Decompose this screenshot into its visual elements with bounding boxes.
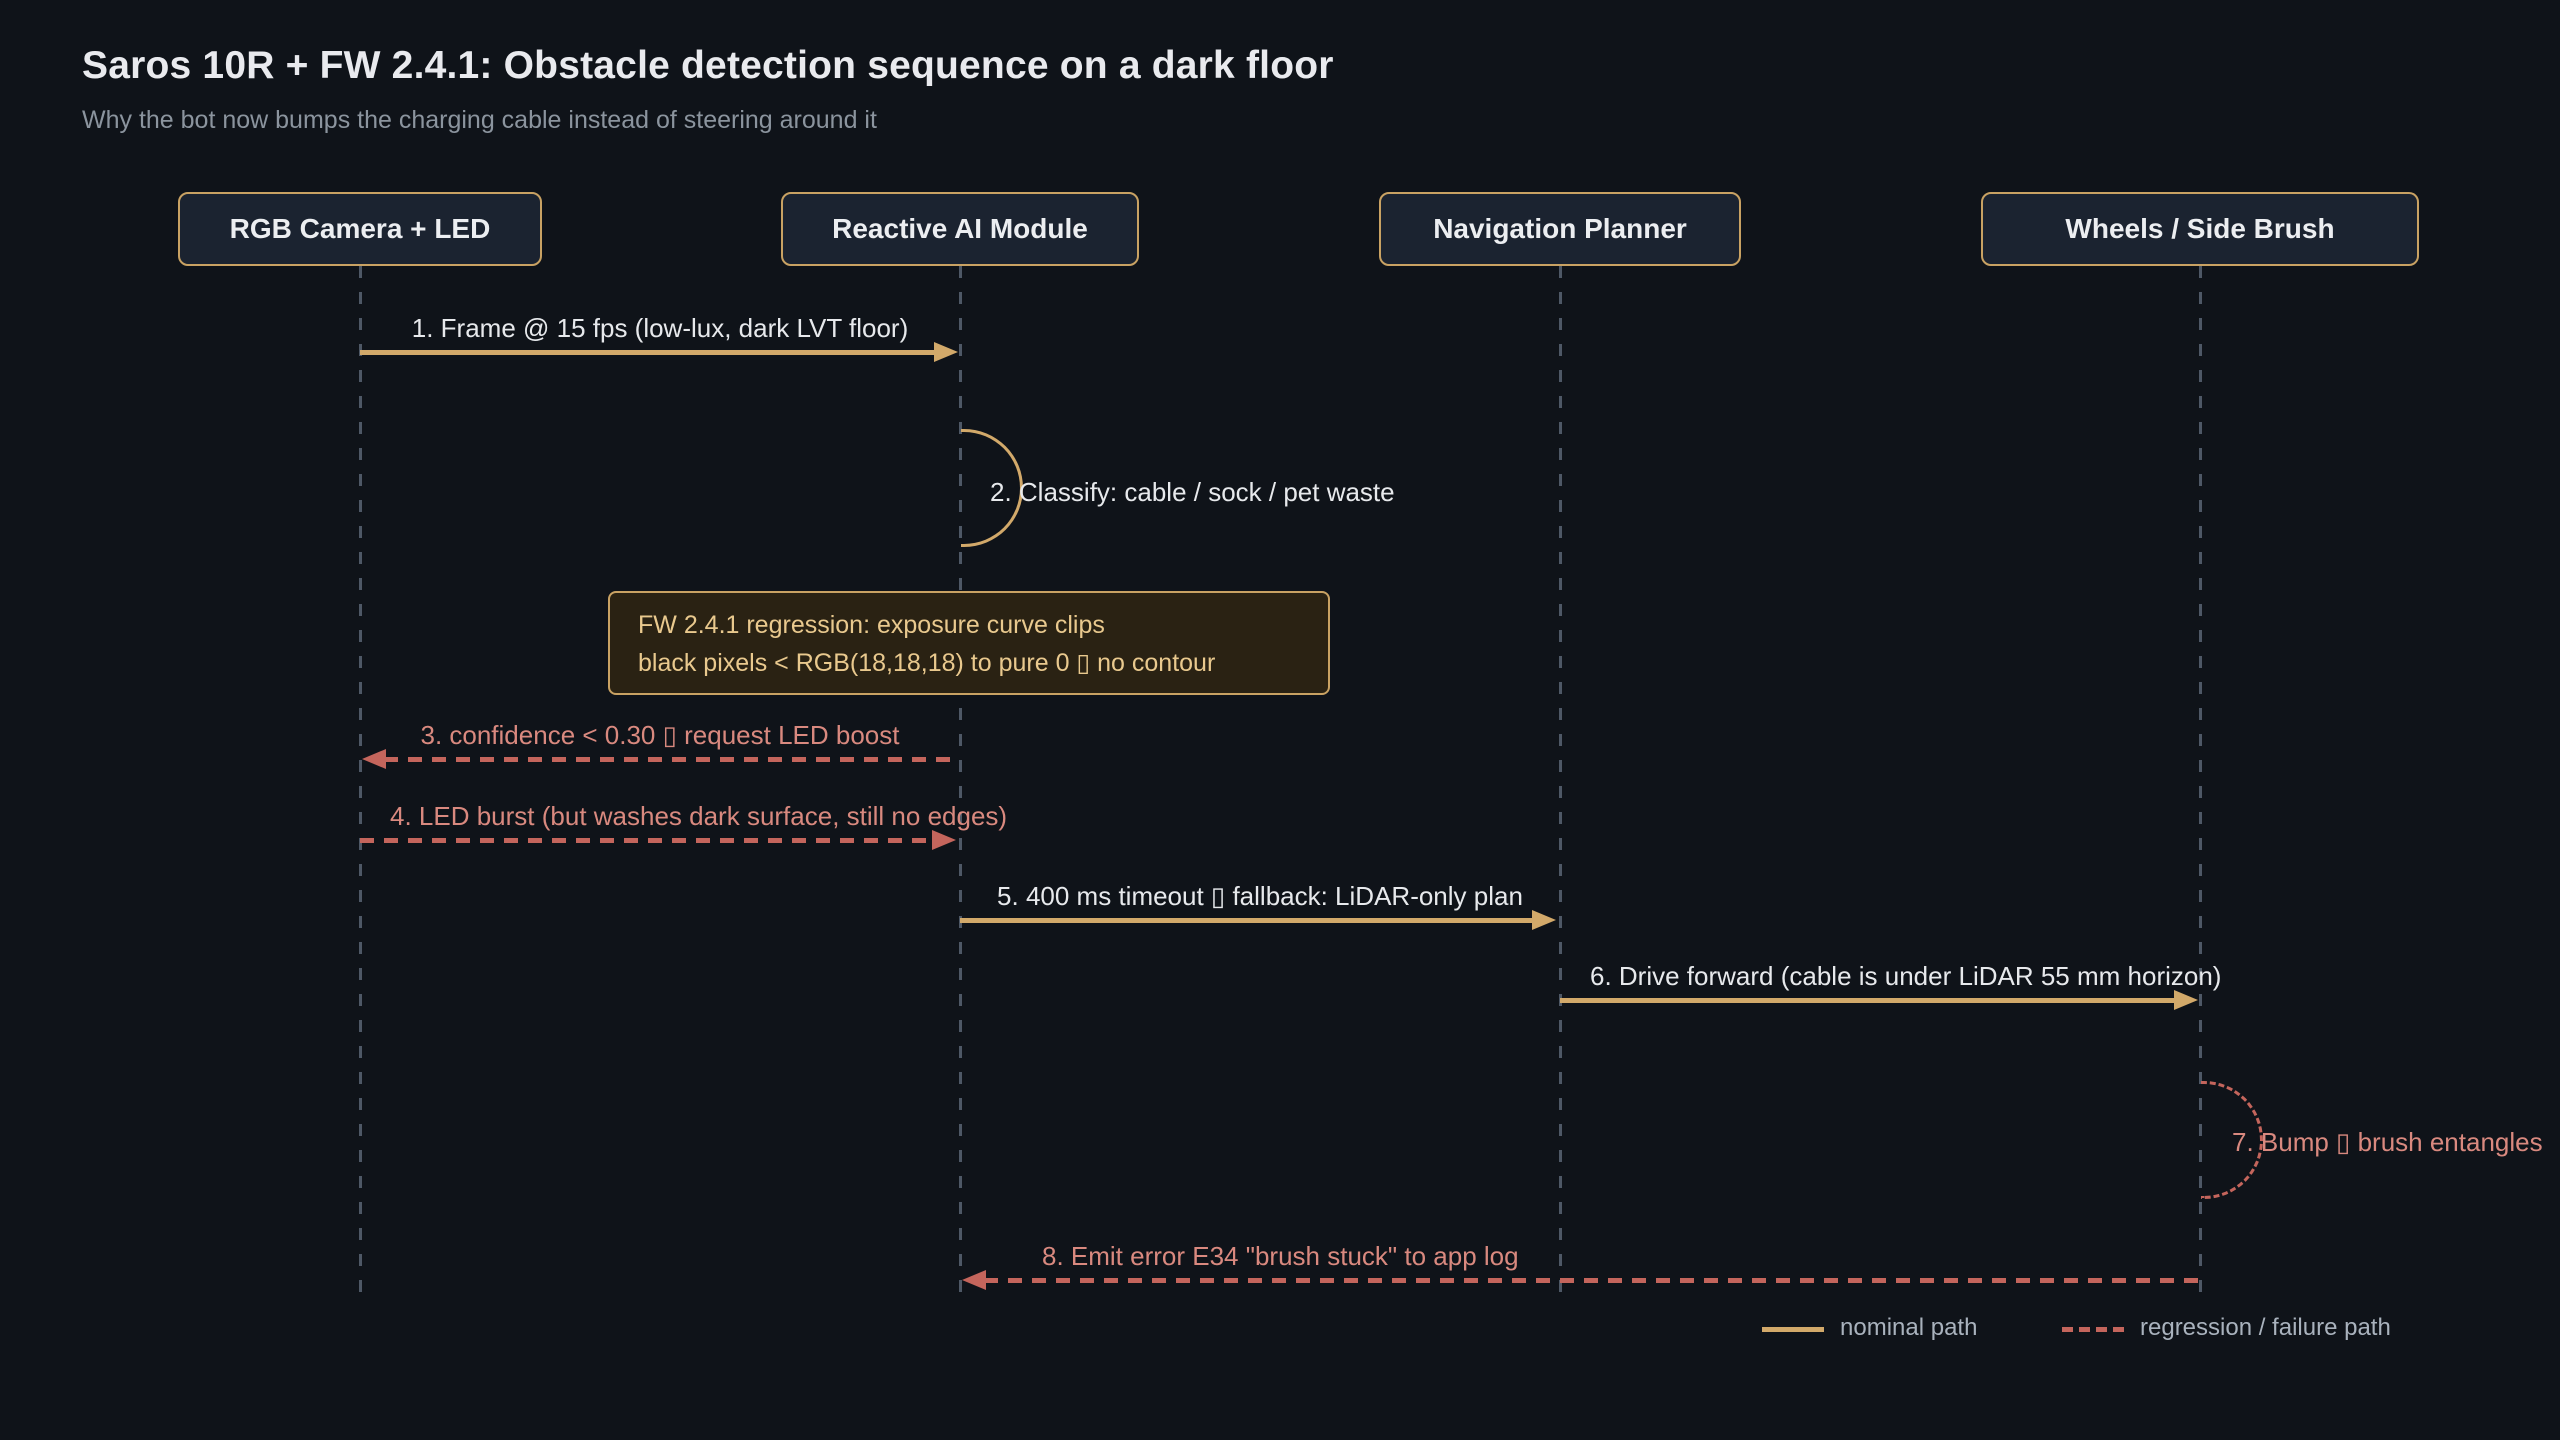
message-4-label: 4. LED burst (but washes dark surface, s… — [390, 801, 1008, 831]
actor-box-reactive-ai: Reactive AI Module — [781, 192, 1139, 266]
message-1-line — [360, 350, 936, 355]
actor-label-rgb-camera: RGB Camera + LED — [229, 213, 491, 244]
message-6-label: 6. Drive forward (cable is under LiDAR 5… — [1590, 961, 2222, 991]
actor-label-navigation-planner: Navigation Planner — [1433, 213, 1687, 244]
message-3-arrowhead-icon — [362, 749, 386, 769]
legend-failure-label: regression / failure path — [2140, 1314, 2391, 1341]
page-title: Saros 10R + FW 2.4.1: Obstacle detection… — [82, 44, 1334, 87]
actor-box-wheels-brush: Wheels / Side Brush — [1981, 192, 2419, 266]
lifeline-reactive-ai — [959, 266, 962, 1302]
message-8-line — [984, 1278, 2200, 1283]
lifeline-navigation-planner — [1559, 266, 1562, 1302]
message-6-line — [1560, 998, 2176, 1003]
note-box: FW 2.4.1 regression: exposure curve clip… — [608, 591, 1330, 695]
lifeline-rgb-camera — [359, 266, 362, 1302]
actor-label-wheels-brush: Wheels / Side Brush — [2065, 213, 2335, 244]
actor-box-rgb-camera: RGB Camera + LED — [178, 192, 542, 266]
message-4-line — [360, 838, 932, 843]
message-5-label: 5. 400 ms timeout ▯ fallback: LiDAR-only… — [997, 881, 1523, 911]
actor-box-navigation-planner: Navigation Planner — [1379, 192, 1741, 266]
message-7-label: 7. Bump ▯ brush entangles — [2232, 1127, 2543, 1157]
actor-label-reactive-ai: Reactive AI Module — [832, 213, 1088, 244]
page-subtitle: Why the bot now bumps the charging cable… — [82, 106, 877, 134]
message-1-arrowhead-icon — [934, 342, 958, 362]
message-3-label: 3. confidence < 0.30 ▯ request LED boost — [420, 720, 900, 750]
message-6-arrowhead-icon — [2174, 990, 2198, 1010]
message-4-arrowhead-icon — [932, 830, 956, 850]
message-5-arrowhead-icon — [1532, 910, 1556, 930]
note-line-1: FW 2.4.1 regression: exposure curve clip… — [638, 611, 1105, 639]
lifeline-wheels-brush — [2199, 266, 2202, 1302]
message-1-label: 1. Frame @ 15 fps (low-lux, dark LVT flo… — [411, 313, 909, 343]
message-3-line — [384, 757, 960, 762]
message-8-arrowhead-icon — [962, 1270, 986, 1290]
legend-nominal-label: nominal path — [1840, 1314, 1978, 1341]
message-2-label: 2. Classify: cable / sock / pet waste — [990, 477, 1395, 507]
note-line-2: black pixels < RGB(18,18,18) to pure 0 ▯… — [638, 649, 1216, 677]
legend-nominal-swatch-icon — [1762, 1327, 1824, 1332]
legend-failure-swatch-icon — [2062, 1327, 2128, 1332]
message-8-label: 8. Emit error E34 "brush stuck" to app l… — [1042, 1241, 1519, 1271]
message-5-line — [960, 918, 1534, 923]
